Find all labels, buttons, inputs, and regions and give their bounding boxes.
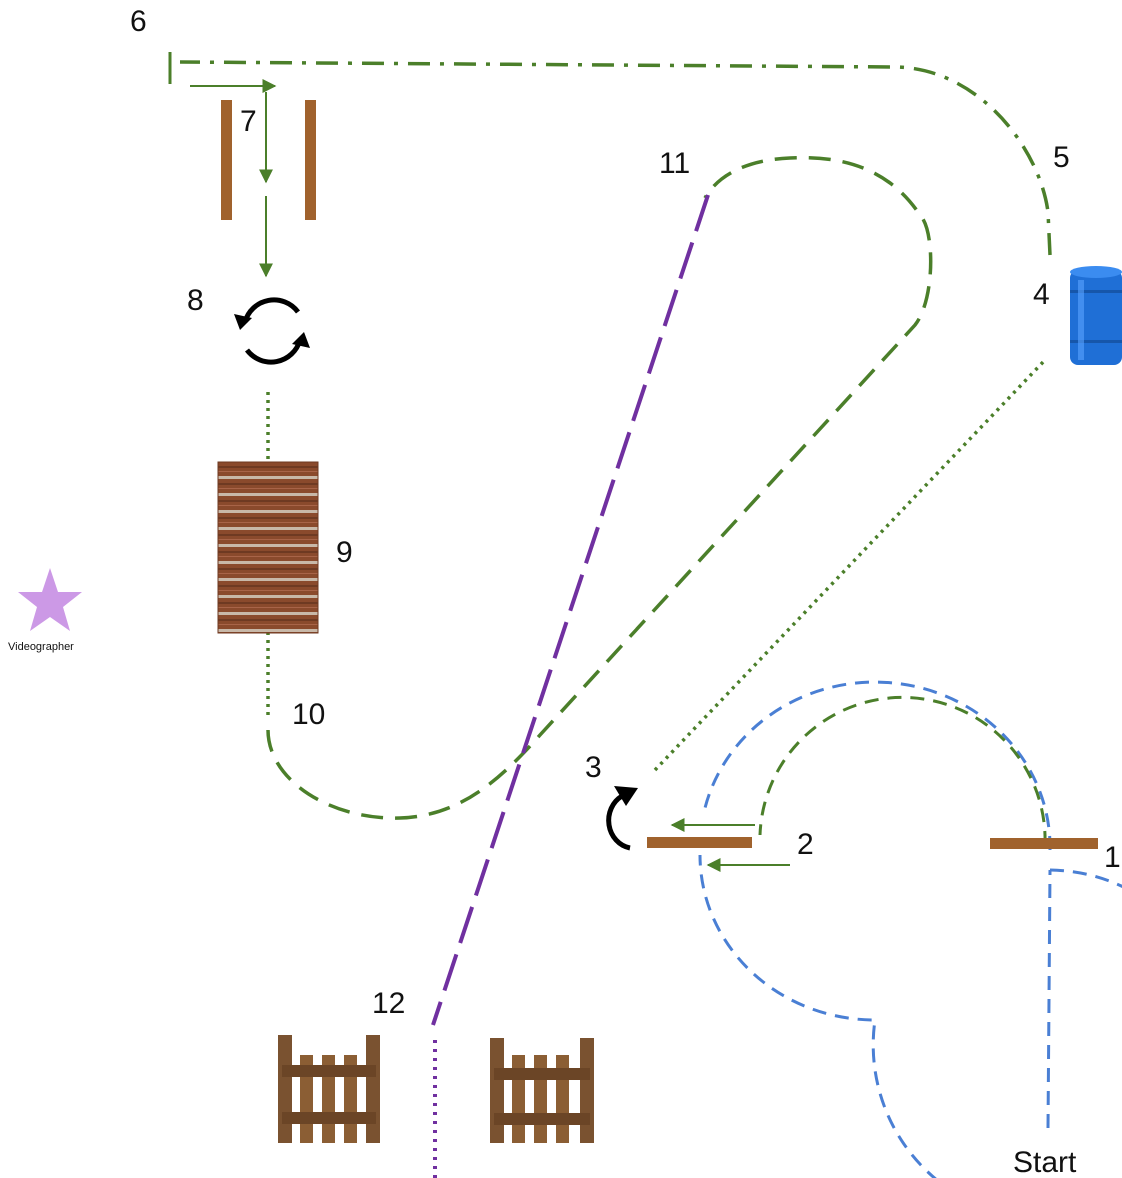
pole-7-left <box>221 100 232 220</box>
wooden-gate-left-icon <box>278 1035 380 1143</box>
marker-10: 10 <box>292 698 325 731</box>
marker-2: 2 <box>797 828 814 861</box>
start-label: Start <box>1013 1146 1077 1178</box>
purple-dashed-route <box>431 194 710 1026</box>
marker-7: 7 <box>240 105 257 138</box>
wooden-bridge-icon <box>217 461 319 634</box>
marker-12: 12 <box>372 987 405 1020</box>
blue-route <box>698 680 1122 1178</box>
green-dashdot-route <box>179 60 1052 256</box>
green-dashed-to-11 <box>266 155 933 820</box>
pole-1 <box>990 838 1098 849</box>
marker-8: 8 <box>187 284 204 317</box>
green-dotted-to-barrel <box>653 358 1047 772</box>
videographer-label: Videographer <box>8 641 74 653</box>
marker-11: 11 <box>659 147 690 180</box>
blue-loop <box>698 854 1122 1178</box>
blue-start-line <box>1046 869 1052 1129</box>
pole-7-right <box>305 100 316 220</box>
blue-loop-upper <box>703 680 1052 851</box>
blue-barrel-icon <box>1070 266 1122 365</box>
marker-3: 3 <box>585 751 602 784</box>
pole-2 <box>647 837 752 848</box>
circular-refresh-arrows-icon <box>234 297 310 365</box>
marker-6: 6 <box>130 5 147 38</box>
marker-5: 5 <box>1053 141 1070 174</box>
green-loop-over-pole-1 <box>758 695 1047 846</box>
marker-1: 1 <box>1104 841 1121 874</box>
star-icon <box>18 568 82 631</box>
wooden-gate-right-icon <box>490 1038 594 1143</box>
marker-4: 4 <box>1033 278 1050 311</box>
marker-9: 9 <box>336 536 353 569</box>
clockwise-turn-arrow-icon <box>606 786 638 851</box>
